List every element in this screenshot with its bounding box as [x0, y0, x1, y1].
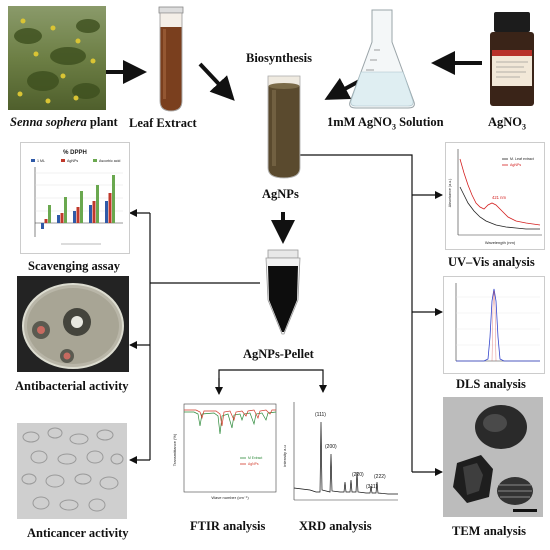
agno3-solution-prefix: 1mM AgNO [327, 115, 392, 129]
scavenging-label: Scavenging assay [28, 259, 121, 273]
tem-image [443, 397, 543, 517]
plant-label: Senna sophera plant [10, 116, 118, 129]
agno3-sub: 3 [522, 122, 527, 132]
biosynthesis-label: Biosynthesis [246, 51, 312, 65]
xrd-peak-222: (222) [374, 474, 386, 480]
scavenging-chart: % DPPH 1 ML AgNPs Ascorbic acid [20, 142, 130, 254]
agnps-pellet-tube [258, 246, 308, 336]
ftir-label: FTIR analysis [190, 519, 266, 533]
uvvis-chart: Absorbance (a.u.) Wavelength (nm) M. Lea… [445, 142, 545, 250]
antibacterial-label: Antibacterial activity [15, 379, 129, 393]
agnps-pellet-label: AgNPs-Pellet [243, 347, 314, 361]
uv-legend-extract: M. Leaf extract [510, 157, 534, 161]
plant-species-name: Senna sophera [10, 115, 87, 129]
agno3-label: AgNO3 [488, 116, 526, 132]
uv-xlabel: Wavelength (nm) [485, 240, 516, 245]
dls-chart [443, 276, 545, 374]
xrd-ylabel: intensity a.u [282, 445, 287, 466]
dls-label: DLS analysis [456, 377, 526, 391]
uv-legend-agnps: AgNPs [510, 163, 521, 167]
xrd-peak-200: (200) [325, 444, 337, 450]
scav-legend-ml: 1 ML [37, 159, 45, 163]
xrd-chart: intensity a.u (111) (200) (220) (311) (2… [280, 396, 402, 514]
agnps-tube [258, 72, 310, 182]
agno3-solution-sub: 3 [391, 122, 396, 132]
pellet-branch [215, 369, 327, 395]
agno3-flask [344, 6, 420, 110]
plant-suffix: plant [86, 115, 118, 129]
xrd-peak-111: (111) [315, 412, 326, 418]
antibacterial-photo [17, 276, 129, 372]
scavenging-title: % DPPH [63, 150, 87, 156]
ftir-ylabel: Transmittance (%) [172, 433, 177, 466]
agno3-bottle [486, 12, 538, 108]
anticancer-label: Anticancer activity [27, 526, 129, 540]
uv-peak-label: 421 nm [492, 195, 506, 200]
ftir-legend-extract: M Extract [248, 456, 262, 460]
tem-label: TEM analysis [452, 524, 526, 538]
ftir-legend-agnps: AgNPs [248, 462, 259, 466]
scav-legend-ascorbic: Ascorbic acid [99, 159, 120, 163]
agno3-prefix: AgNO [488, 115, 523, 129]
agno3-solution-suffix: Solution [395, 115, 444, 129]
agnps-label: AgNPs [262, 187, 299, 201]
leaf-extract-tube [146, 5, 196, 113]
xrd-label: XRD analysis [299, 519, 372, 533]
anticancer-photo [17, 423, 127, 519]
xrd-peak-311: (311) [366, 484, 378, 490]
characterization-branch [294, 154, 443, 476]
xrd-peak-220: (220) [352, 472, 364, 478]
scav-legend-agnps: AgNPs [67, 159, 78, 163]
uv-ylabel: Absorbance (a.u.) [448, 179, 452, 208]
plant-photo [8, 6, 106, 110]
uvvis-label: UV–Vis analysis [448, 255, 535, 269]
agno3-solution-label: 1mM AgNO3 Solution [327, 116, 444, 132]
arrow-extract-to-tube [198, 62, 235, 101]
bioassay-branch [129, 209, 260, 464]
leaf-extract-label: Leaf Extract [129, 116, 197, 130]
ftir-xlabel: Wave number (cm⁻¹) [211, 495, 249, 500]
ftir-chart: Transmittance (%) Wave number (cm⁻¹) M E… [170, 398, 280, 512]
